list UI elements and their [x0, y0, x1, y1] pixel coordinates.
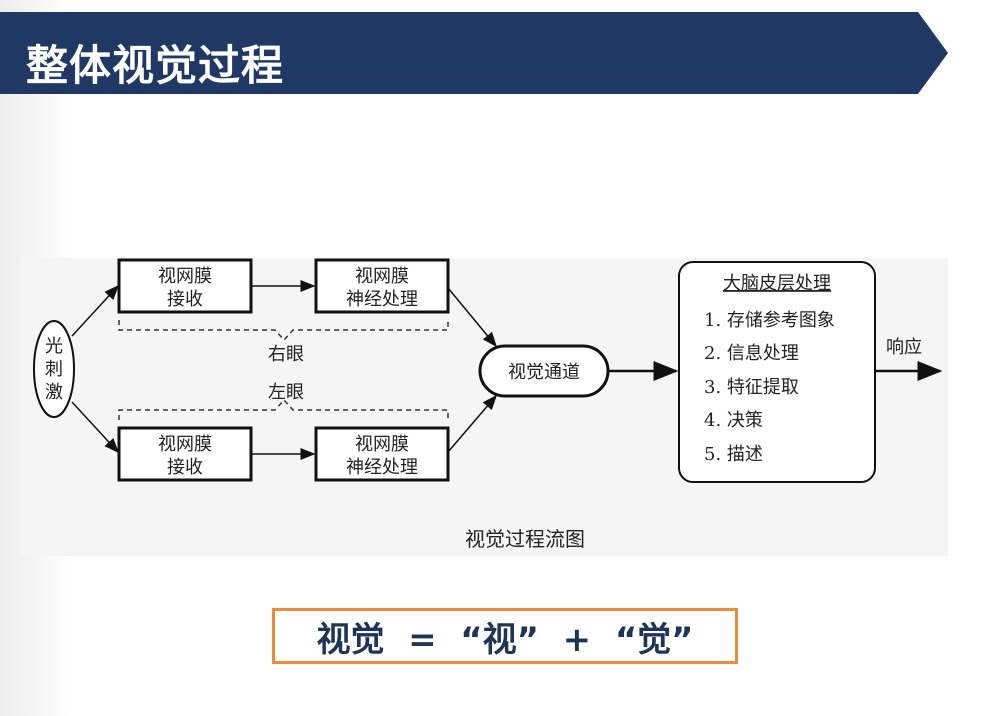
lower-nerve-line-1: 视网膜 — [355, 434, 409, 455]
arrow-lower-nerve-pathway — [447, 394, 497, 453]
cortex-item-5: 5. 描述 — [704, 444, 763, 465]
upper-receive-line-2: 接收 — [167, 289, 203, 310]
diagram-panel: 光 刺 激 视网膜 接收 视网膜 神经处理 右眼 左眼 视网膜 接收 视网膜 神… — [20, 258, 948, 556]
stimulus-label-3: 激 — [45, 382, 63, 403]
equation-box: 视觉 = “视” + “觉” — [272, 608, 738, 664]
lower-receive-box — [117, 426, 253, 482]
lower-nerve-box — [314, 426, 450, 482]
response-label: 响应 — [886, 337, 922, 358]
right-eye-brace — [118, 320, 449, 342]
cortex-item-2: 2. 信息处理 — [704, 343, 799, 364]
left-eye-label: 左眼 — [268, 382, 304, 403]
cortex-item-1: 1. 存储参考图象 — [704, 310, 835, 331]
slide-title: 整体视觉过程 — [26, 41, 285, 90]
diagram-caption: 视觉过程流图 — [465, 527, 585, 551]
visual-process-flowchart: 光 刺 激 视网膜 接收 视网膜 神经处理 右眼 左眼 视网膜 接收 视网膜 神… — [33, 258, 943, 551]
upper-nerve-box — [314, 258, 450, 314]
upper-receive-line-1: 视网膜 — [158, 266, 212, 287]
lower-nerve-line-2: 神经处理 — [346, 457, 418, 478]
upper-nerve-line-2: 神经处理 — [346, 289, 418, 310]
lower-receive-line-1: 视网膜 — [158, 434, 212, 455]
cortex-item-4: 4. 决策 — [704, 410, 763, 431]
cortex-item-3: 3. 特征提取 — [704, 377, 799, 398]
arrow-upper-nerve-pathway — [447, 287, 497, 348]
stimulus-label-1: 光 — [45, 336, 63, 357]
title-banner: 整体视觉过程 — [0, 12, 948, 94]
equation-text: 视觉 = “视” + “觉” — [316, 619, 694, 660]
lower-receive-line-2: 接收 — [167, 457, 203, 478]
right-eye-label: 右眼 — [268, 344, 304, 365]
upper-nerve-line-1: 视网膜 — [355, 266, 409, 287]
stimulus-label-2: 刺 — [45, 359, 63, 380]
visual-pathway-label: 视觉通道 — [508, 362, 580, 383]
arrow-stimulus-upper — [71, 284, 120, 337]
left-eye-brace — [118, 398, 449, 420]
stimulus-node — [33, 320, 75, 418]
banner-shape — [0, 12, 948, 94]
cortex-title: 大脑皮层处理 — [723, 273, 831, 294]
arrow-stimulus-lower — [71, 401, 120, 454]
